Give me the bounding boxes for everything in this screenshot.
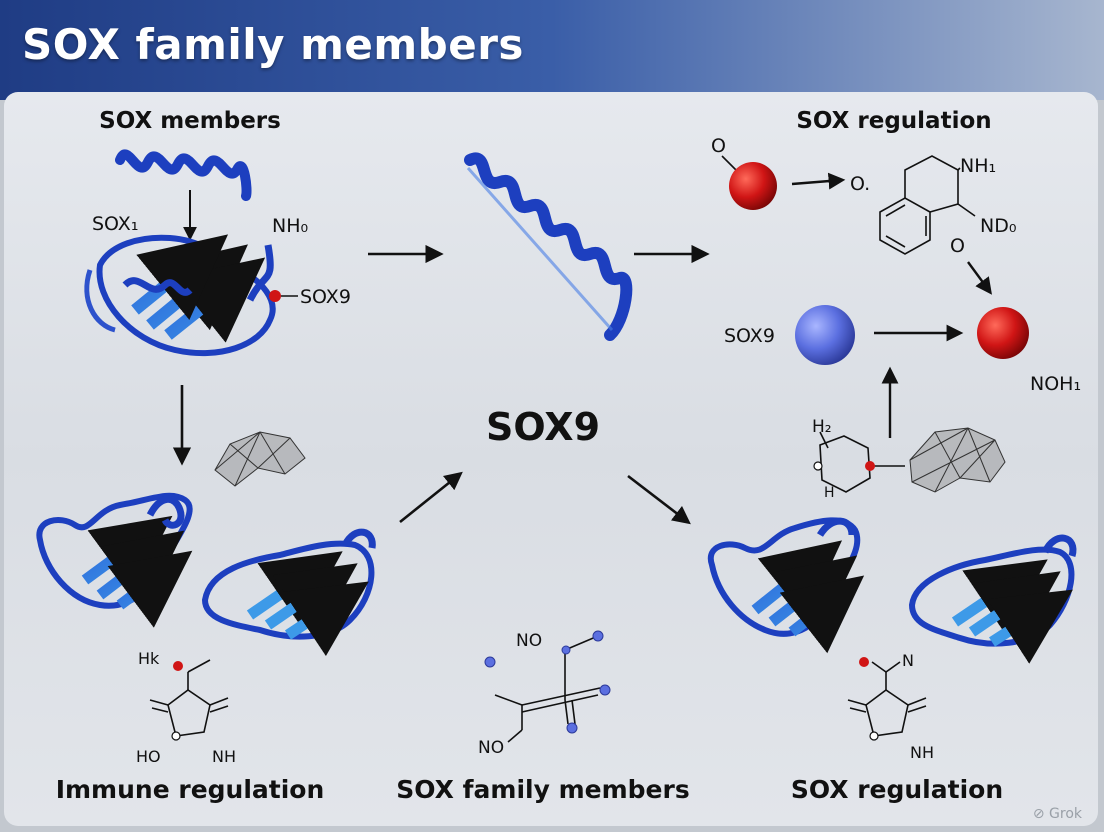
atom-red-dot bbox=[269, 290, 281, 302]
protein-bottom-left-2 bbox=[201, 528, 376, 657]
panel-sox-members: SOX members SOX₁ NH₀ SOX9 bbox=[84, 108, 351, 357]
molecule-fused-ring bbox=[879, 155, 976, 255]
label-nh0: NH₀ bbox=[272, 215, 308, 237]
watermark: ⊘ Grok bbox=[1033, 806, 1082, 822]
protein-bottom-right-2 bbox=[908, 534, 1077, 664]
page-title: SOX family members bbox=[22, 20, 524, 69]
molecule-mesh-left bbox=[214, 431, 306, 487]
label-n-br: N bbox=[902, 651, 914, 670]
label-hk: Hk bbox=[138, 649, 160, 668]
label-nd0: ND₀ bbox=[980, 215, 1016, 237]
center-sox9-label: SOX9 bbox=[486, 405, 600, 449]
protein-long-helix bbox=[464, 152, 633, 341]
molecule-bottom-right bbox=[847, 661, 927, 737]
label-nh1: NH₁ bbox=[960, 155, 996, 177]
label-h2: H₂ bbox=[812, 417, 832, 437]
arrow-to-center bbox=[399, 471, 463, 524]
label-no2: NO bbox=[478, 738, 504, 758]
sox-members-heading: SOX members bbox=[99, 108, 281, 134]
label-ho: HO bbox=[136, 747, 161, 766]
label-o3: O bbox=[950, 235, 965, 257]
caption-sox-regulation: SOX regulation bbox=[791, 775, 1003, 804]
molecule-bottom-left bbox=[149, 659, 229, 737]
protein-beta-sheet-top bbox=[84, 234, 276, 357]
protein-bottom-right-1 bbox=[707, 517, 865, 654]
sox-regulation-heading: SOX regulation bbox=[796, 108, 991, 134]
label-o2: O. bbox=[850, 173, 870, 195]
watermark-text: Grok bbox=[1049, 806, 1082, 822]
label-nh-br: NH bbox=[910, 743, 934, 762]
grok-icon: ⊘ bbox=[1032, 806, 1050, 822]
label-noh1: NOH₁ bbox=[1030, 373, 1081, 395]
label-sox9-tl: SOX9 bbox=[300, 286, 351, 308]
panel-sox-regulation-top: SOX regulation O O. NH₁ ND₀ O SOX9 NOH₁ bbox=[711, 108, 1081, 501]
caption-immune-regulation: Immune regulation bbox=[56, 775, 325, 804]
molecule-mesh-right bbox=[909, 427, 1006, 493]
label-o1: O bbox=[711, 135, 726, 157]
label-nh-bl: NH bbox=[212, 747, 236, 766]
label-sox9-tr: SOX9 bbox=[724, 325, 775, 347]
caption-sox-family-members: SOX family members bbox=[396, 775, 689, 804]
atom-red-sphere-2 bbox=[977, 307, 1029, 359]
arrow-to-red-sphere-2 bbox=[967, 261, 992, 295]
molecule-small-ring bbox=[819, 431, 905, 493]
arrow-sphere-to-ring bbox=[791, 172, 846, 190]
molecule-bottom-center bbox=[494, 635, 601, 743]
protein-helix-small bbox=[115, 149, 252, 201]
label-sox-a: SOX₁ bbox=[92, 213, 138, 235]
protein-bottom-left-1 bbox=[36, 492, 193, 628]
label-h: H bbox=[824, 485, 835, 501]
atom-blue-sphere bbox=[795, 305, 855, 365]
atom-red-sphere-1 bbox=[729, 162, 777, 210]
arrow-from-center bbox=[627, 474, 691, 525]
label-no1: NO bbox=[516, 631, 542, 651]
